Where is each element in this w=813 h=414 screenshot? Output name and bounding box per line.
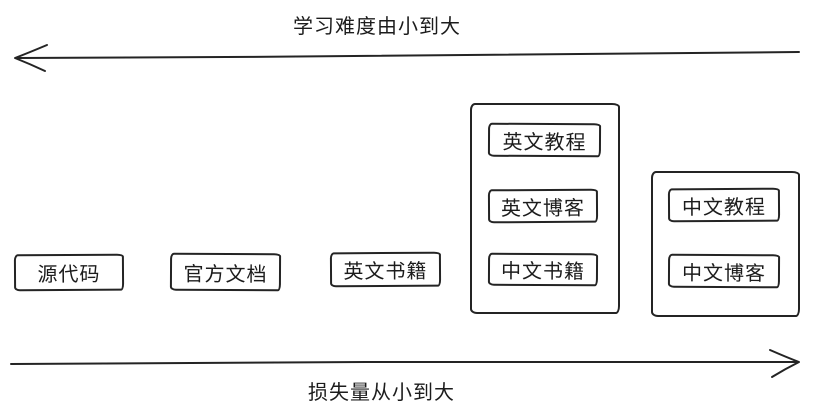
group-box-english-tutorials-blogs-chinese-books [470,103,620,314]
box-chinese-books: 中文书籍 [487,252,599,287]
group-box-chinese-tutorials-blogs [651,171,800,317]
box-official-docs: 官方文档 [169,252,282,292]
box-english-blogs: 英文博客 [487,188,599,224]
loss-axis-label: 损失量从小到大 [308,380,455,404]
box-chinese-blogs: 中文博客 [667,253,781,289]
box-english-books: 英文书籍 [329,251,442,288]
difficulty-arrow-left [14,44,800,72]
box-chinese-tutorials: 中文教程 [667,187,781,223]
loss-arrow-right [10,349,800,378]
box-english-tutorials: 英文教程 [487,122,602,158]
box-source-code: 源代码 [13,253,125,292]
difficulty-axis-label: 学习难度由小到大 [293,14,461,38]
